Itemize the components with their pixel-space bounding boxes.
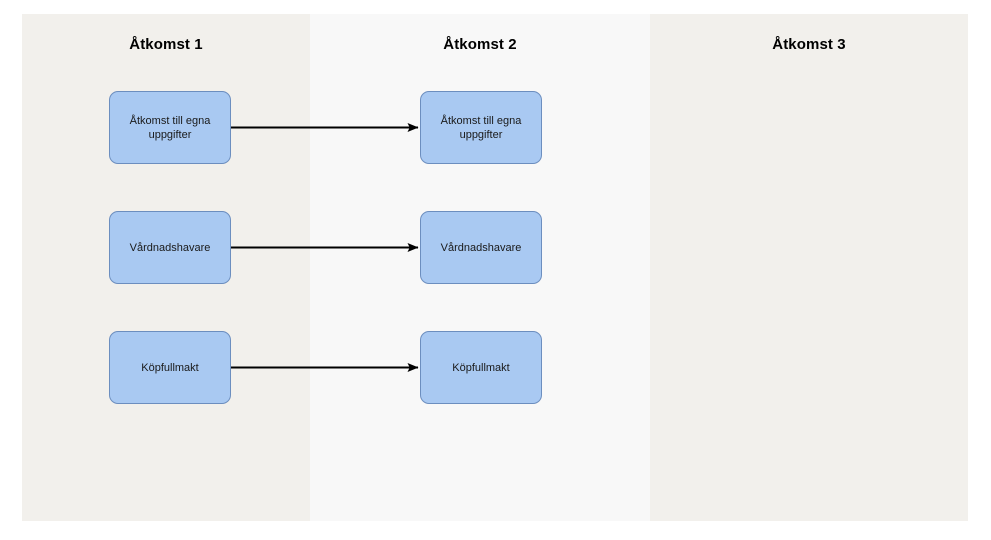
node-label: Vårdnadshavare — [129, 241, 211, 254]
swimlane-title-3: Åtkomst 3 — [772, 36, 846, 53]
node-label: Köpfullmakt — [141, 361, 199, 374]
swimlane-atkomst-3[interactable]: Åtkomst 3 — [650, 14, 968, 521]
node-vardnadshavare-lane2[interactable]: Vårdnadshavare — [420, 211, 542, 284]
node-kopfullmakt-lane2[interactable]: Köpfullmakt — [420, 331, 542, 404]
swimlane-title-2: Åtkomst 2 — [443, 36, 517, 53]
swimlane-title-1: Åtkomst 1 — [129, 36, 203, 53]
node-label: Vårdnadshavare — [440, 241, 522, 254]
swimlane-pool: Åtkomst 1 Åtkomst 2 Åtkomst 3 Åtkomst ti… — [22, 14, 968, 521]
node-label: Åtkomst till egna uppgifter — [440, 114, 522, 141]
node-kopfullmakt-lane1[interactable]: Köpfullmakt — [109, 331, 231, 404]
node-atkomst-till-egna-uppgifter-lane1[interactable]: Åtkomst till egna uppgifter — [109, 91, 231, 164]
node-label: Köpfullmakt — [452, 361, 510, 374]
node-atkomst-till-egna-uppgifter-lane2[interactable]: Åtkomst till egna uppgifter — [420, 91, 542, 164]
node-label: Åtkomst till egna uppgifter — [129, 114, 211, 141]
node-vardnadshavare-lane1[interactable]: Vårdnadshavare — [109, 211, 231, 284]
